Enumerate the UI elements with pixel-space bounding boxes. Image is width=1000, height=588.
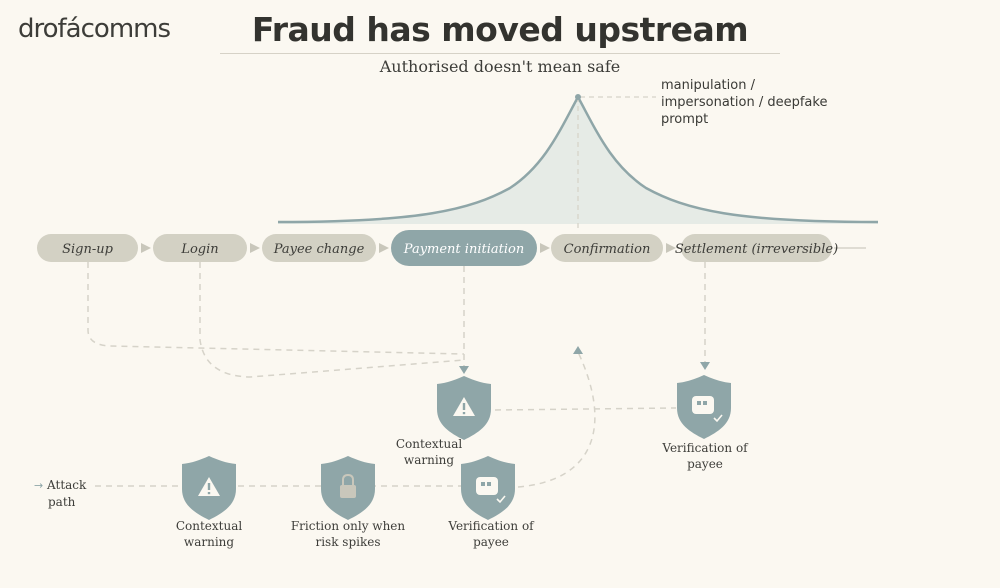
arrowhead-payment [459,366,469,374]
verification-icon [692,396,723,423]
peak-marker [575,94,581,100]
connector-signup [87,262,465,355]
attack-path-word-1: Attack [47,478,87,492]
brand-logo: drofácomms [18,14,171,44]
caption-line: Contextual [395,437,463,451]
caption-line: Contextual [175,519,243,533]
step-signup[interactable]: Sign-up [37,234,138,262]
peak-annotation-line-1: manipulation / [661,78,755,93]
caption-line: risk spikes [315,535,381,549]
step-arrow-1 [141,243,151,253]
step-arrow-3 [379,243,389,253]
caption-line: Verification of [662,441,748,455]
step-payment-initiation[interactable]: Payment initiation [391,230,537,266]
caption-line: Verification of [448,519,534,533]
shield-contextual-warning-lower [182,456,236,520]
connectors [87,247,866,488]
shield-verification-upper [677,375,731,439]
attack-path-label: → Attack path [34,477,86,510]
caption-verification-upper: Verification of payee [640,440,770,472]
peak-annotation: manipulation / impersonation / deepfake … [661,77,861,128]
attack-path-line-1: → Attack [34,477,86,494]
shield-verification-lower [461,456,515,520]
caption-line: Friction only when [290,519,406,533]
step-label-confirmation: Confirmation [564,242,651,257]
attack-path-curve [517,351,596,488]
step-login[interactable]: Login [153,234,247,262]
warning-icon [453,397,475,416]
caption-contextual-warning-upper: Contextual warning [364,436,494,468]
step-confirmation[interactable]: Confirmation [551,234,663,262]
step-settlement[interactable]: Settlement (irreversible) [675,234,838,262]
step-label-payment-initiation: Payment initiation [403,242,524,257]
caption-line: warning [183,535,235,549]
connector-login [199,262,465,378]
step-label-login: Login [180,242,218,257]
title-divider [220,53,780,54]
step-payee-change[interactable]: Payee change [262,234,376,262]
caption-contextual-warning-lower: Contextual warning [144,518,274,550]
connector-shield-link [494,407,677,411]
step-label-payee-change: Payee change [273,242,365,257]
lock-icon [340,473,356,498]
step-arrow-5 [666,243,676,253]
page-subtitle: Authorised doesn't mean safe [379,57,621,76]
verification-icon [476,477,506,504]
arrowhead-attack-curve [573,346,583,354]
attack-path-line-2: path [48,495,76,509]
arrowhead-settlement [700,362,710,370]
caption-line: warning [403,453,455,467]
page-title: Fraud has moved upstream [251,10,749,49]
peak-annotation-line-3: prompt [661,112,709,127]
caption-verification-lower: Verification of payee [426,518,556,550]
step-label-settlement: Settlement (irreversible) [675,242,838,257]
step-arrow-2 [250,243,260,253]
shield-friction [321,456,375,520]
caption-friction: Friction only when risk spikes [283,518,413,550]
peak-annotation-line-2: impersonation / deepfake [661,95,828,110]
caption-line: payee [473,535,509,549]
caption-line: payee [687,457,723,471]
warning-icon [198,477,220,496]
process-steps: Sign-up Login Payee change Payment initi… [37,230,838,266]
shield-contextual-warning-upper [437,376,491,440]
arrow-right-icon: → [34,479,44,492]
step-arrow-4 [540,243,550,253]
step-label-signup: Sign-up [62,242,114,257]
